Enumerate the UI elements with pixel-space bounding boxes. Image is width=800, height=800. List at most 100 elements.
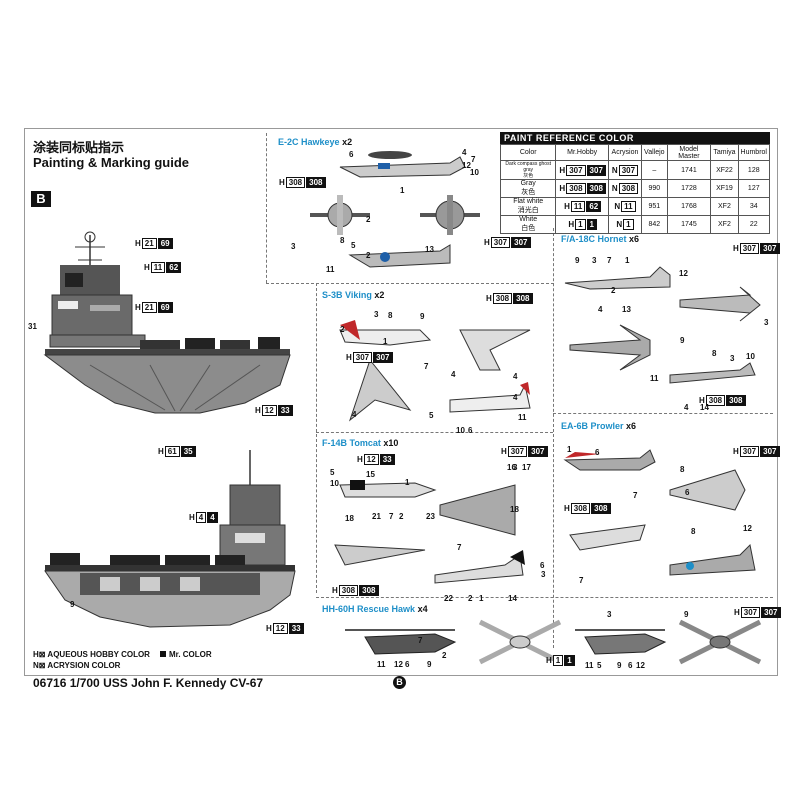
part-number: 8 — [388, 311, 393, 320]
part-number: 5 — [351, 241, 356, 250]
part-number: 12 — [394, 660, 403, 669]
part-number: 3 — [291, 242, 296, 251]
carrier-stern-illustration — [43, 231, 291, 414]
part-number: 2 — [611, 286, 616, 295]
part-number: 6 — [468, 426, 473, 435]
prowler-illustration — [563, 449, 756, 576]
column-header: Mr.Hobby — [555, 144, 609, 161]
part-number: 22 — [444, 594, 453, 603]
part-number: 9 — [617, 661, 622, 670]
hawkeye-illustration — [310, 151, 480, 268]
column-header: Humbrol — [737, 144, 771, 161]
instruction-sheet-border — [24, 128, 778, 676]
part-number: 11 — [377, 660, 386, 669]
part-number: 1 — [567, 445, 572, 454]
section-title-hornet: F/A-18C Hornet x6 — [561, 234, 640, 244]
part-number: 4 — [462, 148, 467, 157]
divider — [266, 283, 554, 284]
part-number: 8 — [691, 527, 696, 536]
part-number: 9 — [684, 610, 689, 619]
paint-reference-table: PAINT REFERENCE COLOR Color Mr.Hobby Acr… — [499, 132, 771, 234]
part-number: 4 — [451, 370, 456, 379]
part-number: 3 — [730, 354, 735, 363]
divider — [553, 228, 554, 648]
part-number: 10 — [746, 352, 755, 361]
part-number: 7 — [457, 543, 462, 552]
part-number: 9 — [427, 660, 432, 669]
part-number: 31 — [28, 322, 37, 331]
section-title-tomcat: F-14B Tomcat x10 — [322, 438, 399, 448]
viking-illustration — [339, 320, 531, 422]
part-number: 9 — [420, 312, 425, 321]
section-badge: B — [31, 191, 51, 207]
part-number: 11 — [650, 374, 659, 383]
part-number: 2 — [399, 512, 404, 521]
divider — [266, 133, 267, 283]
part-number: 7 — [424, 362, 429, 371]
part-number: 4 — [352, 410, 357, 419]
part-number: 6 — [349, 150, 354, 159]
carrier-bow-illustration — [44, 450, 296, 628]
part-number: 13 — [622, 305, 631, 314]
part-number: 8 — [712, 349, 717, 358]
part-number: 5 — [330, 468, 335, 477]
footer-section-badge: B — [393, 676, 406, 689]
section-title-hawkeye: E-2C Hawkeye x2 — [278, 137, 353, 147]
column-header: Color — [499, 144, 557, 161]
part-number: 2 — [340, 325, 345, 334]
legend-acrysion: N⊠ ACRYSION COLOR — [33, 661, 121, 670]
part-number: 7 — [471, 155, 476, 164]
part-number: 4 — [598, 305, 603, 314]
part-number: 7 — [607, 256, 612, 265]
column-header: Vallejo — [641, 144, 668, 161]
section-title-prowler: EA-6B Prowler x6 — [561, 421, 637, 431]
part-number: 8 — [340, 236, 345, 245]
part-number: 4 — [513, 372, 518, 381]
divider — [316, 597, 773, 598]
part-number: 7 — [579, 576, 584, 585]
part-number: 18 — [510, 505, 519, 514]
divider — [553, 413, 773, 414]
part-number: 4 — [513, 393, 518, 402]
part-number: 17 — [522, 463, 531, 472]
part-number: 23 — [426, 512, 435, 521]
part-number: 3 — [592, 256, 597, 265]
part-number: 2 — [468, 594, 473, 603]
part-number: 12 — [636, 661, 645, 670]
part-number: 10 — [470, 168, 479, 177]
part-number: 3 — [374, 310, 379, 319]
part-number: 10 — [456, 426, 465, 435]
part-number: 11 — [518, 413, 527, 422]
part-number: 15 — [366, 470, 375, 479]
part-number: 1 — [400, 186, 405, 195]
paint-table-title: PAINT REFERENCE COLOR — [500, 132, 770, 144]
part-number: 11 — [585, 661, 594, 670]
footer-kit-title: 06716 1/700 USS John F. Kennedy CV-67 — [33, 676, 264, 690]
part-number: 3 — [541, 570, 546, 579]
part-number: 14 — [700, 403, 709, 412]
part-number: 6 — [595, 448, 600, 457]
part-number: 5 — [597, 661, 602, 670]
part-number: 9 — [70, 600, 75, 609]
table-header-row: Color Mr.Hobby Acrysion Vallejo Model Ma… — [499, 144, 771, 161]
part-number: 5 — [429, 411, 434, 420]
part-number: 3 — [513, 463, 518, 472]
